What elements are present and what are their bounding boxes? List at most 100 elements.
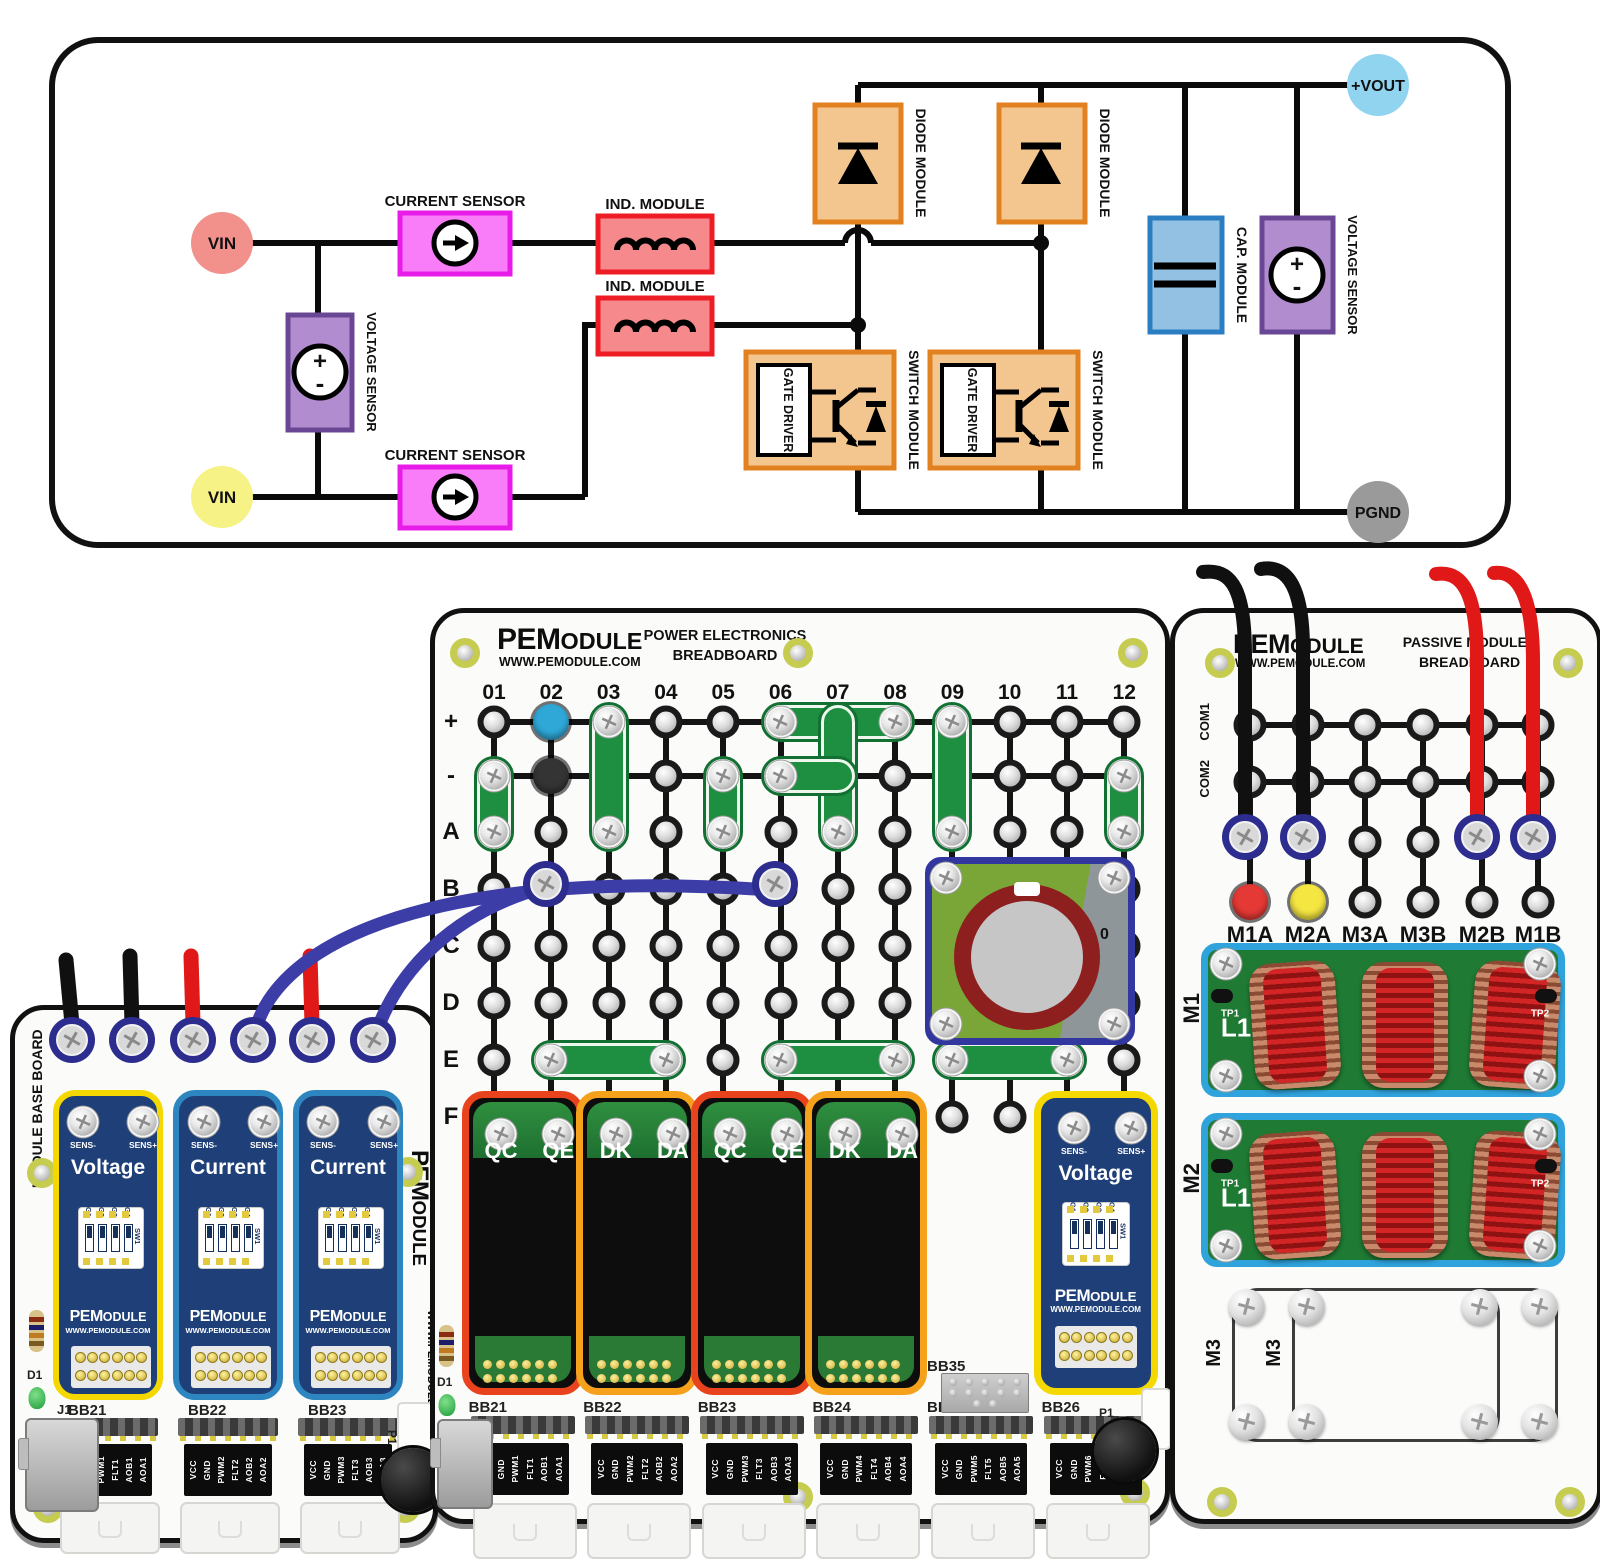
switch-slot[interactable] [85, 1224, 94, 1252]
breadboard-hole[interactable] [878, 815, 912, 849]
module-screw[interactable] [1117, 1114, 1145, 1142]
breadboard-hole[interactable] [649, 815, 683, 849]
m3-screw[interactable] [1522, 1404, 1558, 1440]
trace-screw[interactable] [881, 708, 909, 736]
module-screw[interactable] [1212, 1232, 1240, 1260]
module-screw[interactable] [659, 1120, 687, 1148]
module-screw[interactable] [129, 1108, 157, 1136]
module-screw[interactable] [370, 1108, 398, 1136]
m3-screw[interactable] [1522, 1289, 1558, 1325]
trace-screw[interactable] [595, 818, 623, 846]
switch-slot[interactable] [1108, 1219, 1118, 1249]
switch-slot[interactable] [338, 1224, 347, 1252]
trace-screw[interactable] [938, 818, 966, 846]
module-screw[interactable] [309, 1108, 337, 1136]
breadboard-hole[interactable] [592, 872, 626, 906]
breadboard-hole[interactable] [477, 705, 511, 739]
breadboard-hole[interactable] [1291, 765, 1325, 799]
yellow-cap-hole[interactable] [1290, 884, 1326, 920]
breadboard-hole[interactable] [935, 1100, 969, 1134]
breadboard-hole[interactable] [1406, 825, 1440, 859]
module-screw[interactable] [1100, 1010, 1128, 1038]
breadboard-hole[interactable] [1233, 708, 1267, 742]
module-screw[interactable] [190, 1108, 218, 1136]
breadboard-hole[interactable] [649, 705, 683, 739]
switch-slot[interactable] [218, 1224, 227, 1252]
m3-screw[interactable] [1462, 1404, 1498, 1440]
breadboard-hole[interactable] [1465, 825, 1499, 859]
module-screw[interactable] [1100, 864, 1128, 892]
breadboard-hole[interactable] [1521, 825, 1555, 859]
trace-screw[interactable] [938, 708, 966, 736]
module-screw[interactable] [888, 1120, 916, 1148]
switch-slot[interactable] [364, 1224, 373, 1252]
trace-screw[interactable] [767, 1046, 794, 1074]
trace-screw[interactable] [480, 762, 508, 790]
breadboard-hole[interactable] [1465, 708, 1499, 742]
breadboard-hole[interactable] [878, 986, 912, 1020]
trace-screw[interactable] [1110, 762, 1138, 790]
trace-screw[interactable] [824, 818, 852, 846]
module-screw[interactable] [831, 1120, 859, 1148]
breadboard-hole[interactable] [477, 1043, 511, 1077]
breadboard-hole[interactable] [1050, 759, 1084, 793]
breadboard-hole[interactable] [706, 1043, 740, 1077]
breadboard-hole[interactable] [477, 929, 511, 963]
breadboard-hole[interactable] [1406, 708, 1440, 742]
breadboard-hole[interactable] [534, 872, 568, 906]
module-screw[interactable] [1526, 1062, 1554, 1090]
m3-screw[interactable] [1462, 1289, 1498, 1325]
breadboard-hole[interactable] [1233, 825, 1267, 859]
breadboard-hole[interactable] [534, 929, 568, 963]
breadboard-hole[interactable] [764, 815, 797, 849]
module-screw[interactable] [544, 1120, 572, 1148]
breadboard-hole[interactable] [1521, 765, 1555, 799]
switch-slot[interactable] [1095, 1219, 1105, 1249]
breadboard-hole[interactable] [821, 872, 855, 906]
breadboard-hole[interactable] [477, 872, 511, 906]
trace-screw[interactable] [652, 1046, 680, 1074]
breadboard-hole[interactable] [706, 705, 740, 739]
breadboard-hole[interactable] [1107, 705, 1141, 739]
breadboard-hole[interactable] [1348, 825, 1382, 859]
breadboard-hole[interactable] [764, 872, 797, 906]
module-screw[interactable] [1212, 950, 1240, 978]
breadboard-hole[interactable] [1291, 825, 1325, 859]
breadboard-hole[interactable] [1107, 1043, 1141, 1077]
breadboard-hole[interactable] [764, 986, 797, 1020]
trace-screw[interactable] [595, 708, 623, 736]
module-screw[interactable] [1060, 1114, 1088, 1142]
switch-slot[interactable] [351, 1224, 360, 1252]
breadboard-hole[interactable] [993, 815, 1027, 849]
module-screw[interactable] [1526, 950, 1554, 978]
trace-screw[interactable] [537, 1046, 565, 1074]
breadboard-hole[interactable] [592, 929, 626, 963]
module-screw[interactable] [1212, 1120, 1240, 1148]
switch-slot[interactable] [205, 1224, 214, 1252]
switch-slot[interactable] [231, 1224, 240, 1252]
breadboard-hole[interactable] [534, 815, 568, 849]
breadboard-hole[interactable] [821, 986, 855, 1020]
blue-cap-hole[interactable] [533, 704, 570, 740]
trace-screw[interactable] [938, 1046, 966, 1074]
module-screw[interactable] [1526, 1232, 1554, 1260]
breadboard-hole[interactable] [649, 872, 683, 906]
breadboard-hole[interactable] [878, 872, 912, 906]
trace-screw[interactable] [1110, 818, 1138, 846]
breadboard-hole[interactable] [477, 986, 511, 1020]
m3-screw[interactable] [1229, 1404, 1265, 1440]
module-screw[interactable] [773, 1120, 801, 1148]
breadboard-hole[interactable] [534, 986, 568, 1020]
breadboard-hole[interactable] [993, 705, 1027, 739]
switch-slot[interactable] [1082, 1219, 1092, 1249]
breadboard-hole[interactable] [1406, 885, 1440, 919]
switch-slot[interactable] [244, 1224, 253, 1252]
switch-slot[interactable] [111, 1224, 120, 1252]
breadboard-hole[interactable] [878, 929, 912, 963]
breadboard-hole[interactable] [878, 759, 912, 793]
breadboard-hole[interactable] [706, 986, 740, 1020]
breadboard-hole[interactable] [1050, 815, 1084, 849]
breadboard-hole[interactable] [1348, 885, 1382, 919]
breadboard-hole[interactable] [649, 986, 683, 1020]
breadboard-hole[interactable] [1521, 708, 1555, 742]
